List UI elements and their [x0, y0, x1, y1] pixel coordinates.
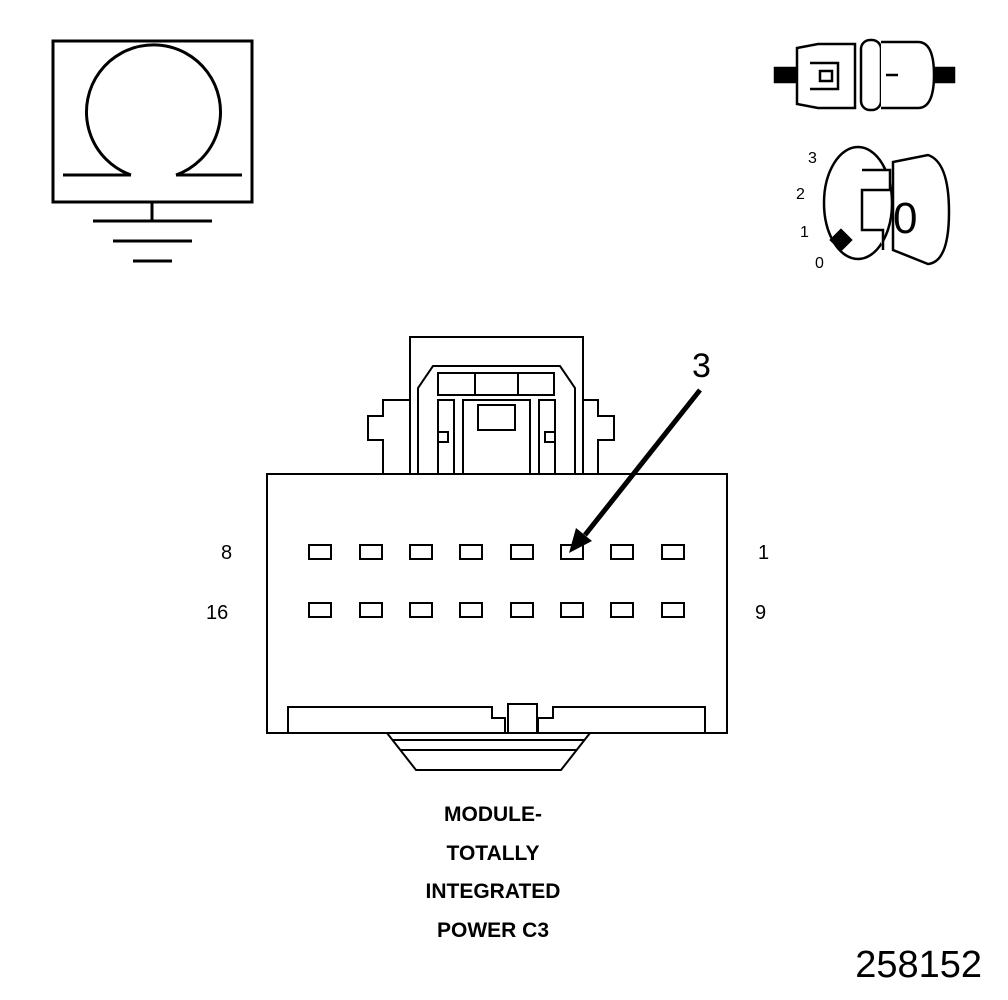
connector-c3 — [266, 336, 728, 771]
pin-cavity — [359, 602, 383, 618]
pin-cavity — [308, 602, 332, 618]
pin-cavity — [510, 602, 534, 618]
row1-left-label: 8 — [221, 542, 232, 564]
pin-cavity — [560, 602, 584, 618]
pin-cavity — [409, 602, 433, 618]
caption-line-2: TOTALLY — [446, 841, 540, 865]
pin-cavity — [661, 602, 685, 618]
row2-left-label: 16 — [206, 602, 228, 624]
pin-cavity — [308, 544, 332, 560]
callout-pin-label: 3 — [692, 347, 711, 385]
ignition-key-label: 0 — [893, 194, 917, 243]
caption-line-3: INTEGRATED — [425, 880, 561, 903]
row2-right-label: 9 — [755, 602, 766, 624]
ignition-position-3: 3 — [808, 150, 817, 167]
pin-cavity — [409, 544, 433, 560]
pin-row-1 — [308, 544, 685, 560]
pin-cavity — [510, 544, 534, 560]
ignition-position-2: 2 — [796, 186, 805, 203]
pin-cavity — [459, 544, 483, 560]
pin-cavity — [359, 544, 383, 560]
pin-callout-arrow — [569, 388, 702, 553]
pin-cavity — [610, 602, 634, 618]
connector-disconnected-icon — [773, 38, 956, 112]
ignition-key-icon — [822, 145, 951, 266]
ignition-position-1: 1 — [800, 224, 809, 241]
pin-cavity — [661, 544, 685, 560]
caption-line-4: POWER C3 — [436, 918, 549, 942]
pin-row-2 — [308, 602, 685, 618]
figure-id: 258152 — [855, 944, 982, 986]
pin-cavity — [459, 602, 483, 618]
pin-cavity — [610, 544, 634, 560]
ohm-ground-icon — [51, 39, 254, 263]
row1-right-label: 1 — [758, 542, 769, 564]
ignition-position-0: 0 — [815, 255, 824, 272]
caption-line-1: MODULE- — [444, 803, 542, 826]
connector-caption: MODULE- TOTALLY INTEGRATED POWER C3 — [393, 796, 593, 950]
